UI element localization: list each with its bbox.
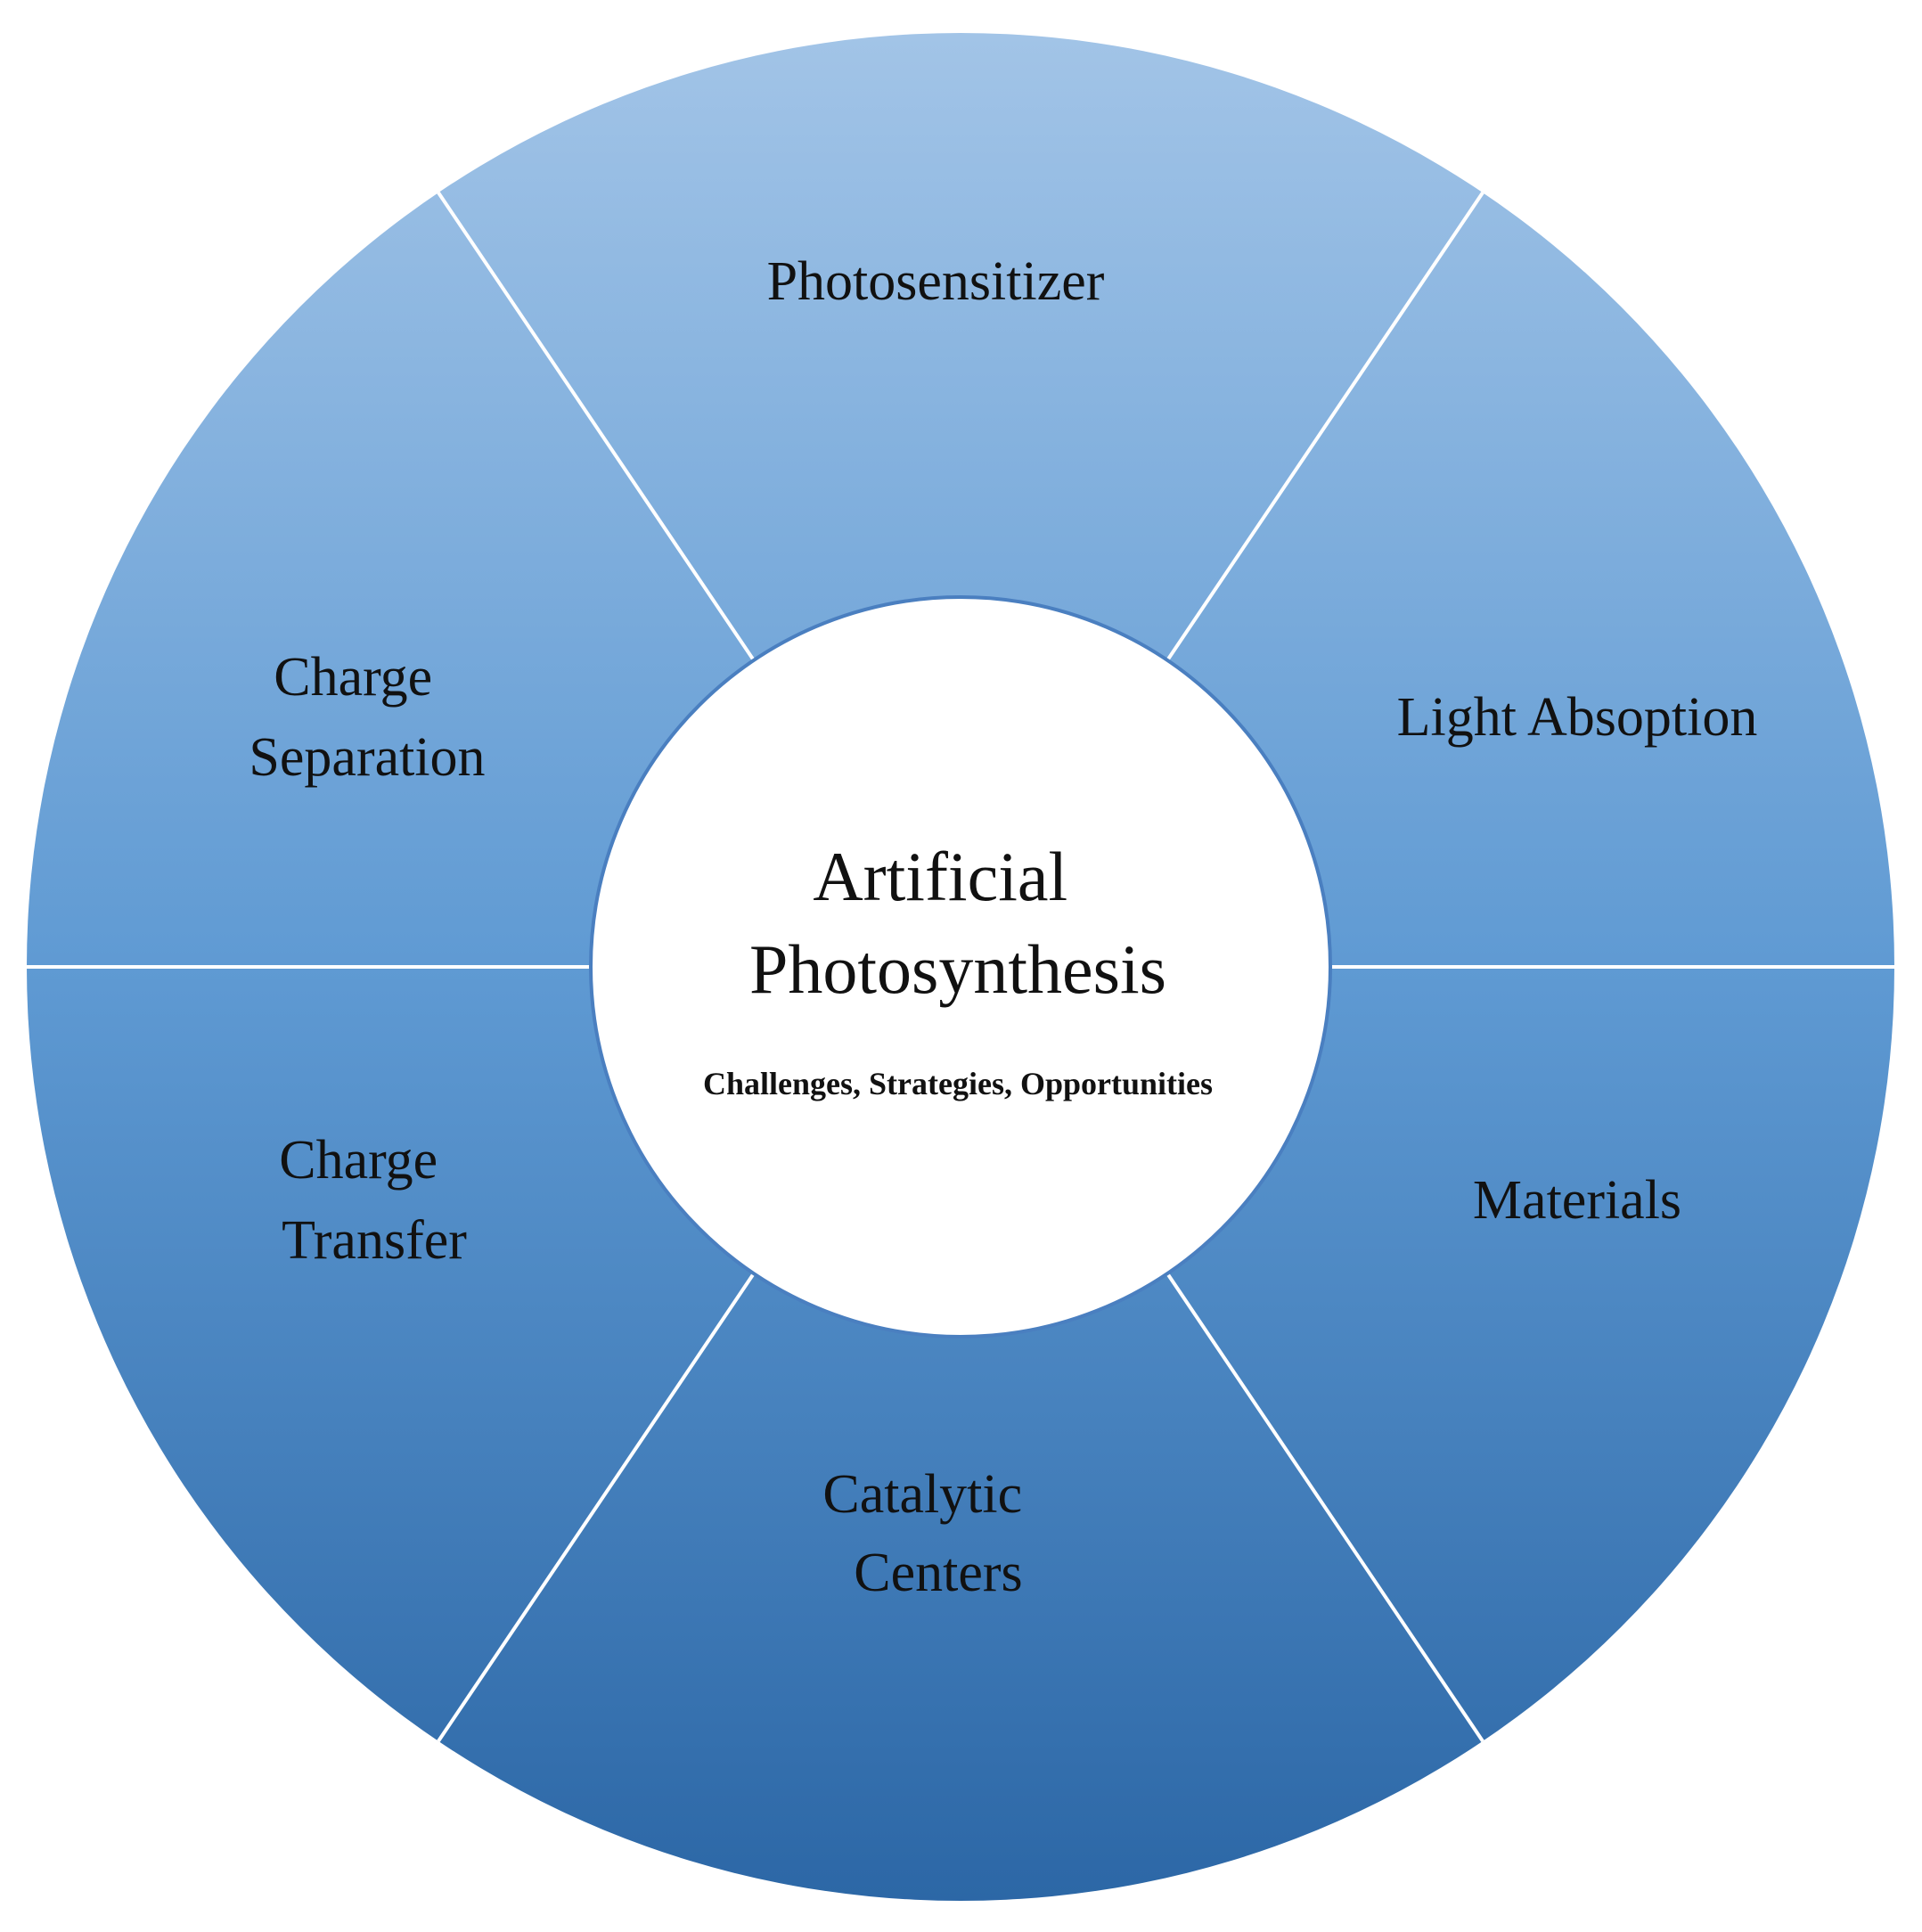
center-circle — [589, 595, 1332, 1338]
center-title: Artificial Photosynthesis — [749, 838, 1166, 1008]
center-text: Artificial Photosynthesis Challenges, St… — [703, 838, 1213, 1101]
segment-dividers — [27, 192, 1894, 1742]
segment-label-materials: Materials — [1473, 1170, 1681, 1231]
center-subtitle: Challenges, Strategies, Opportunities — [703, 1066, 1213, 1101]
segment-label-charge-separation: Charge Separation — [249, 647, 485, 788]
segment-labels: Photosensitizer Light Absoption Material… — [249, 251, 1757, 1603]
divider-catalytic-transfer — [437, 1272, 756, 1742]
divider-materials-catalytic — [1165, 1272, 1484, 1742]
segment-label-photosensitizer: Photosensitizer — [767, 251, 1105, 312]
segment-label-catalytic-centers: Catalytic Centers — [822, 1464, 1035, 1603]
segment-label-charge-transfer: Charge Transfer — [279, 1130, 467, 1271]
segment-label-light-absorption: Light Absoption — [1397, 687, 1758, 748]
divider-photosensitizer-light — [1165, 192, 1484, 662]
divider-separation-photosensitizer — [437, 192, 756, 662]
